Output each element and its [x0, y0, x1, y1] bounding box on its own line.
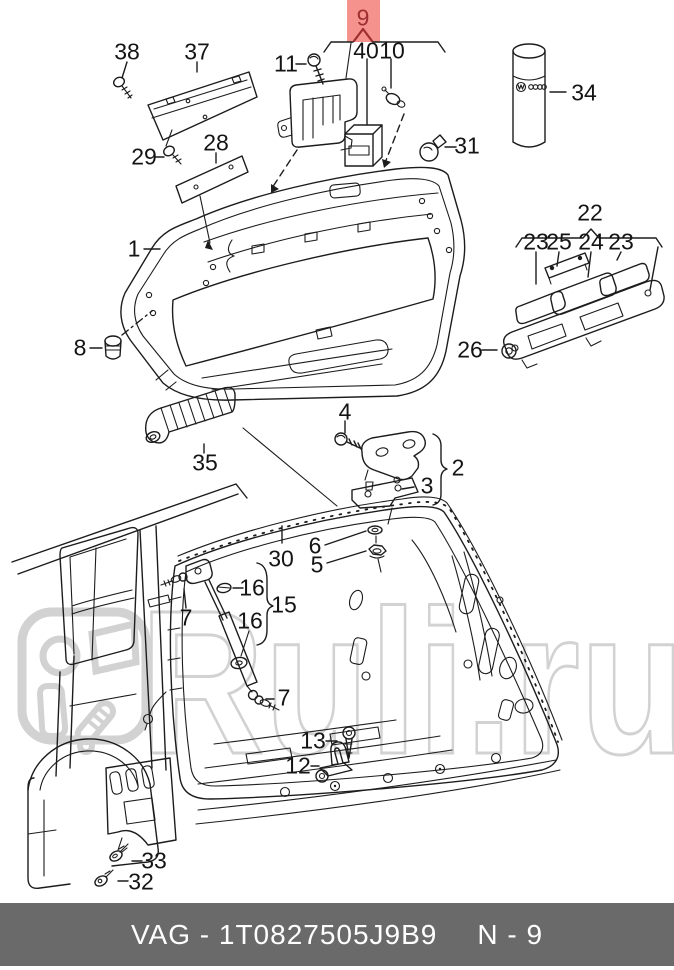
footer-bar: VAG - 1T0827505J9B9 N - 9	[0, 903, 674, 966]
opening-seal-inner	[181, 516, 544, 787]
callout-tailgate: 1	[127, 235, 141, 262]
callout-switch: 10	[379, 37, 405, 64]
callout-control-unit: 40	[353, 37, 379, 64]
callout-gas-strut: 15	[271, 591, 297, 618]
callout-striker: 12	[285, 752, 311, 779]
callout-lens-left: 23	[523, 228, 549, 255]
tailgate-drawing	[89, 166, 466, 401]
callout-seal: 30	[268, 545, 294, 572]
callout-clip-lower: 16	[237, 607, 263, 634]
brake-light-group	[112, 61, 258, 250]
footer-part-number: VAG - 1T0827505J9B9	[130, 918, 438, 950]
hinge-plate	[351, 477, 419, 509]
hinge-bracket	[361, 430, 427, 481]
licence-light-group	[481, 228, 665, 369]
hinge-group	[144, 386, 448, 525]
callout-washer: 6	[308, 532, 322, 559]
callout-high-brake-light: 37	[184, 38, 210, 65]
callout-screw-lower: 32	[128, 868, 154, 895]
striker-group	[94, 726, 356, 887]
callout-hinge-plate: 3	[420, 472, 434, 499]
callout-lens-right: 23	[608, 228, 634, 255]
licence-light-housing	[502, 279, 665, 360]
callout-bulb: 31	[454, 132, 480, 159]
callout-grommet: 26	[457, 336, 483, 363]
callout-screw-upper: 33	[141, 847, 167, 874]
diagram-canvas: Ruli.ru	[11, 0, 674, 889]
lubricant-stick	[512, 43, 567, 148]
callout-lubricant-stick: 34	[571, 79, 597, 106]
callout-lock-screw: 11	[274, 50, 298, 77]
callout-hinge-screw: 4	[338, 398, 352, 425]
callout-protective-boot: 35	[192, 449, 218, 476]
callout-plate-screw: 29	[131, 143, 157, 170]
callout-buffer-stop: 8	[73, 334, 87, 361]
watermark-text: Ruli.ru	[140, 568, 674, 797]
callout-bulb-holder: 24	[578, 228, 604, 255]
callout-plate: 28	[203, 129, 229, 156]
callout-lock-kit-highlighted: 9	[356, 4, 370, 31]
callout-contact-plate: 25	[546, 228, 572, 255]
callout-nut: 5	[310, 551, 324, 578]
opening-seal-outer	[169, 505, 560, 800]
callout-hinge-assembly: 2	[451, 454, 465, 481]
callout-clip-upper: 16	[239, 574, 265, 601]
callout-ball-stud-lower: 7	[277, 684, 291, 711]
watermark-logo	[17, 607, 151, 755]
gas-strut-body	[218, 611, 258, 687]
gas-strut-group	[160, 525, 387, 711]
tailgate-window-opening	[171, 237, 436, 367]
callout-striker-screw: 13	[300, 727, 326, 754]
callout-licence-plate-light: 22	[577, 199, 603, 226]
tailgate-outline	[120, 166, 466, 401]
callout-ball-stud-upper: 7	[179, 604, 193, 631]
callout-brake-light-screw: 38	[114, 38, 140, 65]
footer-page-ref: N - 9	[477, 918, 544, 950]
lock-group	[271, 0, 457, 193]
